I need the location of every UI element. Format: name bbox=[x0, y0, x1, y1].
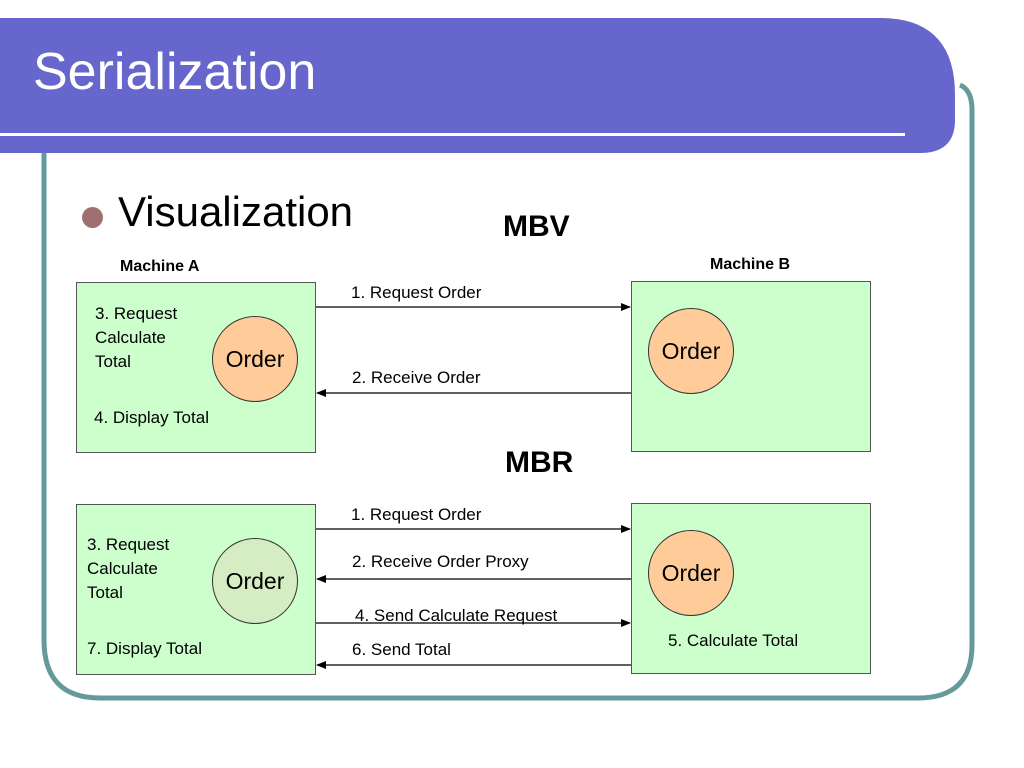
mbr-a-step-3-line-2: Calculate bbox=[87, 558, 158, 578]
mbv-b-order-object: Order bbox=[648, 308, 734, 394]
slide-title: Serialization bbox=[33, 43, 317, 101]
mbr-arrow-6-label: 6. Send Total bbox=[352, 640, 451, 659]
mbr-arrow-2-label: 2. Receive Order Proxy bbox=[352, 552, 529, 571]
mbv-arrow-2-label: 2. Receive Order bbox=[352, 368, 481, 387]
mbr-heading: MBR bbox=[505, 446, 574, 479]
mbv-a-step-3-label: 3. Request Calculate Total bbox=[95, 302, 177, 373]
mbv-arrow-1-label: 1. Request Order bbox=[351, 283, 482, 302]
mbr-a-step-3-label: 3. Request Calculate Total bbox=[87, 533, 169, 604]
mbr-a-step-3-line-1: 3. Request bbox=[87, 535, 170, 554]
mbr-a-display-total: 7. Display Total bbox=[87, 639, 202, 658]
machine-a-label: Machine A bbox=[120, 258, 200, 275]
mbv-a-step-3-line-1: 3. Request bbox=[95, 304, 178, 323]
mbv-a-display-total: 4. Display Total bbox=[94, 408, 209, 427]
title-bar bbox=[0, 18, 955, 153]
frame-border bbox=[41, 82, 975, 701]
mbr-b-order-object: Order bbox=[648, 530, 734, 616]
mbr-arrow-4-label: 4. Send Calculate Request bbox=[355, 606, 558, 625]
mbv-a-step-3-line-2: Calculate bbox=[95, 327, 166, 347]
mbv-a-step-3-line-3: Total bbox=[95, 351, 131, 371]
mbv-heading: MBV bbox=[503, 210, 570, 243]
bullet-dot-icon bbox=[82, 207, 103, 228]
mbr-a-step-3-line-3: Total bbox=[87, 582, 123, 602]
mbr-a-order-proxy-object: Order bbox=[212, 538, 298, 624]
bullet-text: Visualization bbox=[118, 188, 354, 235]
machine-b-label: Machine B bbox=[710, 256, 791, 273]
title-underline bbox=[0, 133, 905, 136]
mbr-b-calculate-total: 5. Calculate Total bbox=[668, 631, 799, 650]
mbr-arrow-1-label: 1. Request Order bbox=[351, 505, 482, 524]
mbv-a-order-object: Order bbox=[212, 316, 298, 402]
